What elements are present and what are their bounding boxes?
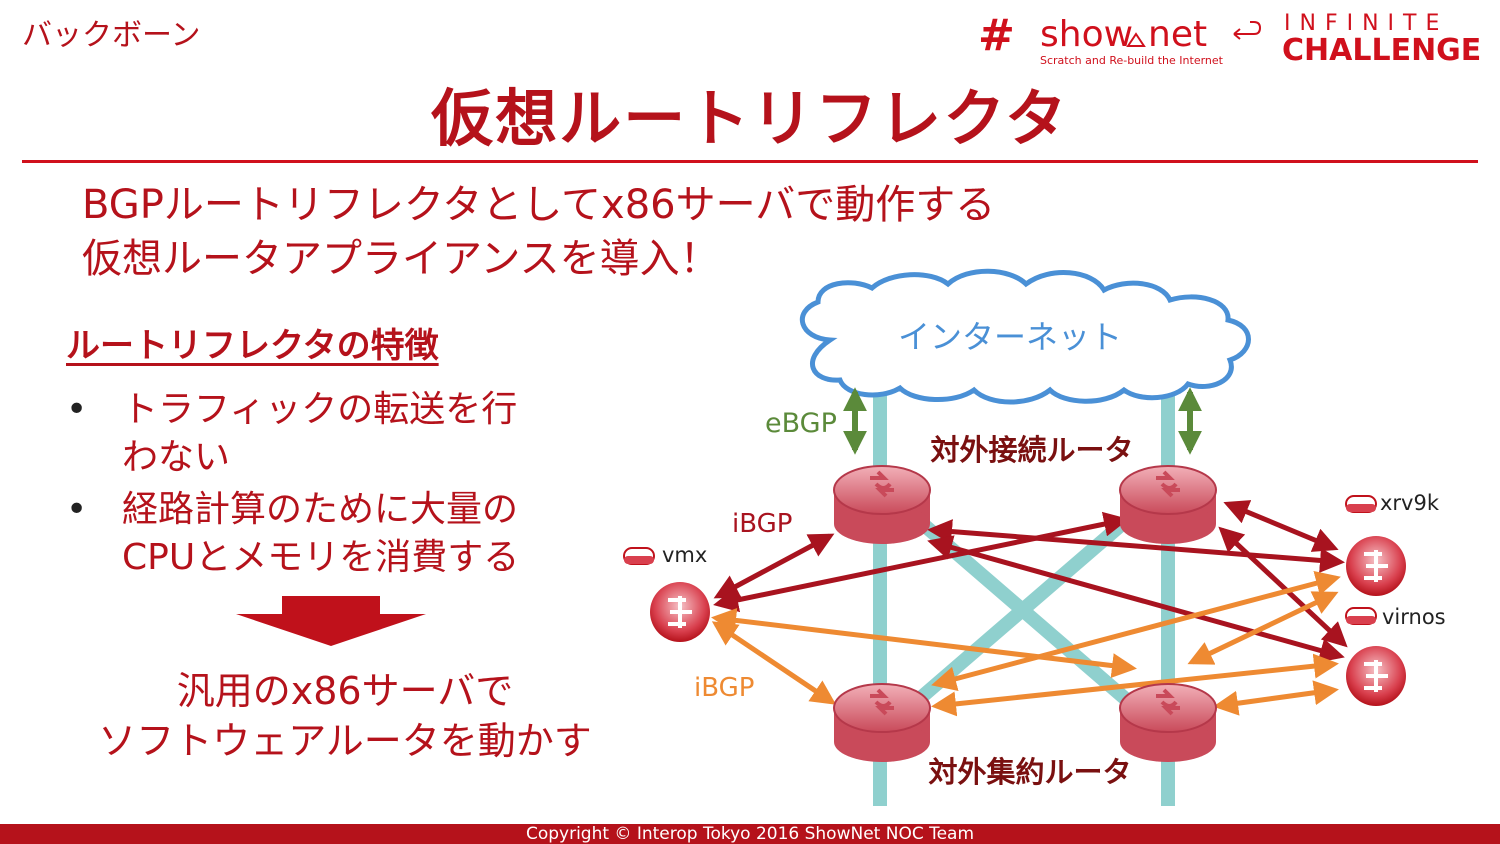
router-icon <box>870 688 894 716</box>
vm-router-virnos: virnos <box>1345 605 1446 706</box>
router-icon <box>1156 688 1180 716</box>
router-aggregation-right <box>1119 683 1217 762</box>
feature-item-1-line-1: トラフィックの転送を行 <box>122 389 518 430</box>
logo-infinite: INFINITE <box>1284 11 1448 36</box>
feature-item-1-line-2: わない <box>122 437 231 478</box>
vmx-label: vmx <box>662 543 707 567</box>
virtual-router-icon <box>668 596 692 628</box>
router-icon <box>1156 470 1180 498</box>
external-router-label: 対外接続ルータ <box>930 433 1133 467</box>
ibgp-aggleft-virnos <box>931 653 1339 717</box>
internet-label: インターネット <box>898 318 1122 356</box>
down-arrow-icon <box>236 596 426 650</box>
virnos-label: virnos <box>1382 605 1446 629</box>
vm-router-vmx: vmx <box>623 543 710 642</box>
footer-copyright: Copyright © Interop Tokyo 2016 ShowNet N… <box>0 824 1500 844</box>
ibgp-label-upper: iBGP <box>732 509 792 539</box>
logo-net: net <box>1148 14 1207 55</box>
feature-item-2-line-1: 経路計算のために大量の <box>122 489 519 530</box>
logo-return-icon <box>1233 21 1262 40</box>
ibgp-aggright-xrv9k <box>1187 591 1339 665</box>
ebgp-label: eBGP <box>765 408 837 439</box>
ibgp-vmx-extleft <box>713 533 835 599</box>
conclusion-line-2: ソフトウェアルータを動かす <box>98 719 592 763</box>
logo-hash: # <box>978 10 1015 61</box>
bullet-icon: • <box>66 489 88 530</box>
virtual-router-icon <box>1364 550 1388 582</box>
router-aggregation-left <box>833 683 931 762</box>
ibgp-aggright-virnos <box>1213 680 1339 716</box>
virtual-router-icon <box>1364 660 1388 692</box>
router-external-right <box>1119 465 1217 544</box>
xrv9k-label: xrv9k <box>1380 491 1440 515</box>
bullet-icon: • <box>66 389 88 430</box>
subtitle-line-1: BGPルートリフレクタとしてx86サーバで動作する <box>82 182 996 228</box>
router-external-left <box>833 465 931 544</box>
conclusion-line-1: 汎用のx86サーバで <box>176 669 514 713</box>
page-title: 仮想ルートリフレクタ <box>431 82 1069 155</box>
shownet-logo: # show net Scratch and Re-build the Inte… <box>976 6 1486 72</box>
feature-item-1: • トラフィックの転送を行 <box>66 380 517 432</box>
logo-tagline: Scratch and Re-build the Internet <box>1040 54 1224 67</box>
features-heading: ルートリフレクタの特徴 <box>66 326 439 366</box>
feature-item-2-line-2: CPUとメモリを消費する <box>122 537 520 578</box>
logo-challenge: CHALLENGE <box>1282 33 1481 68</box>
title-divider <box>22 160 1478 163</box>
subtitle-line-2: 仮想ルータアプライアンスを導入！ <box>82 236 720 282</box>
internet-cloud: インターネット <box>799 268 1251 405</box>
vm-router-xrv9k: xrv9k <box>1345 491 1440 596</box>
aggregation-router-label: 対外集約ルータ <box>928 755 1131 789</box>
feature-item-2: • 経路計算のために大量の <box>66 480 518 532</box>
logo-delta-icon <box>1126 32 1146 47</box>
logo-show: show <box>1040 14 1133 55</box>
router-icon <box>870 470 894 498</box>
section-label: バックボーン <box>22 18 201 53</box>
ibgp-lower-arrows <box>711 571 1341 717</box>
ibgp-label-lower: iBGP <box>694 673 754 703</box>
ibgp-extright-xrv9k <box>1223 500 1339 552</box>
